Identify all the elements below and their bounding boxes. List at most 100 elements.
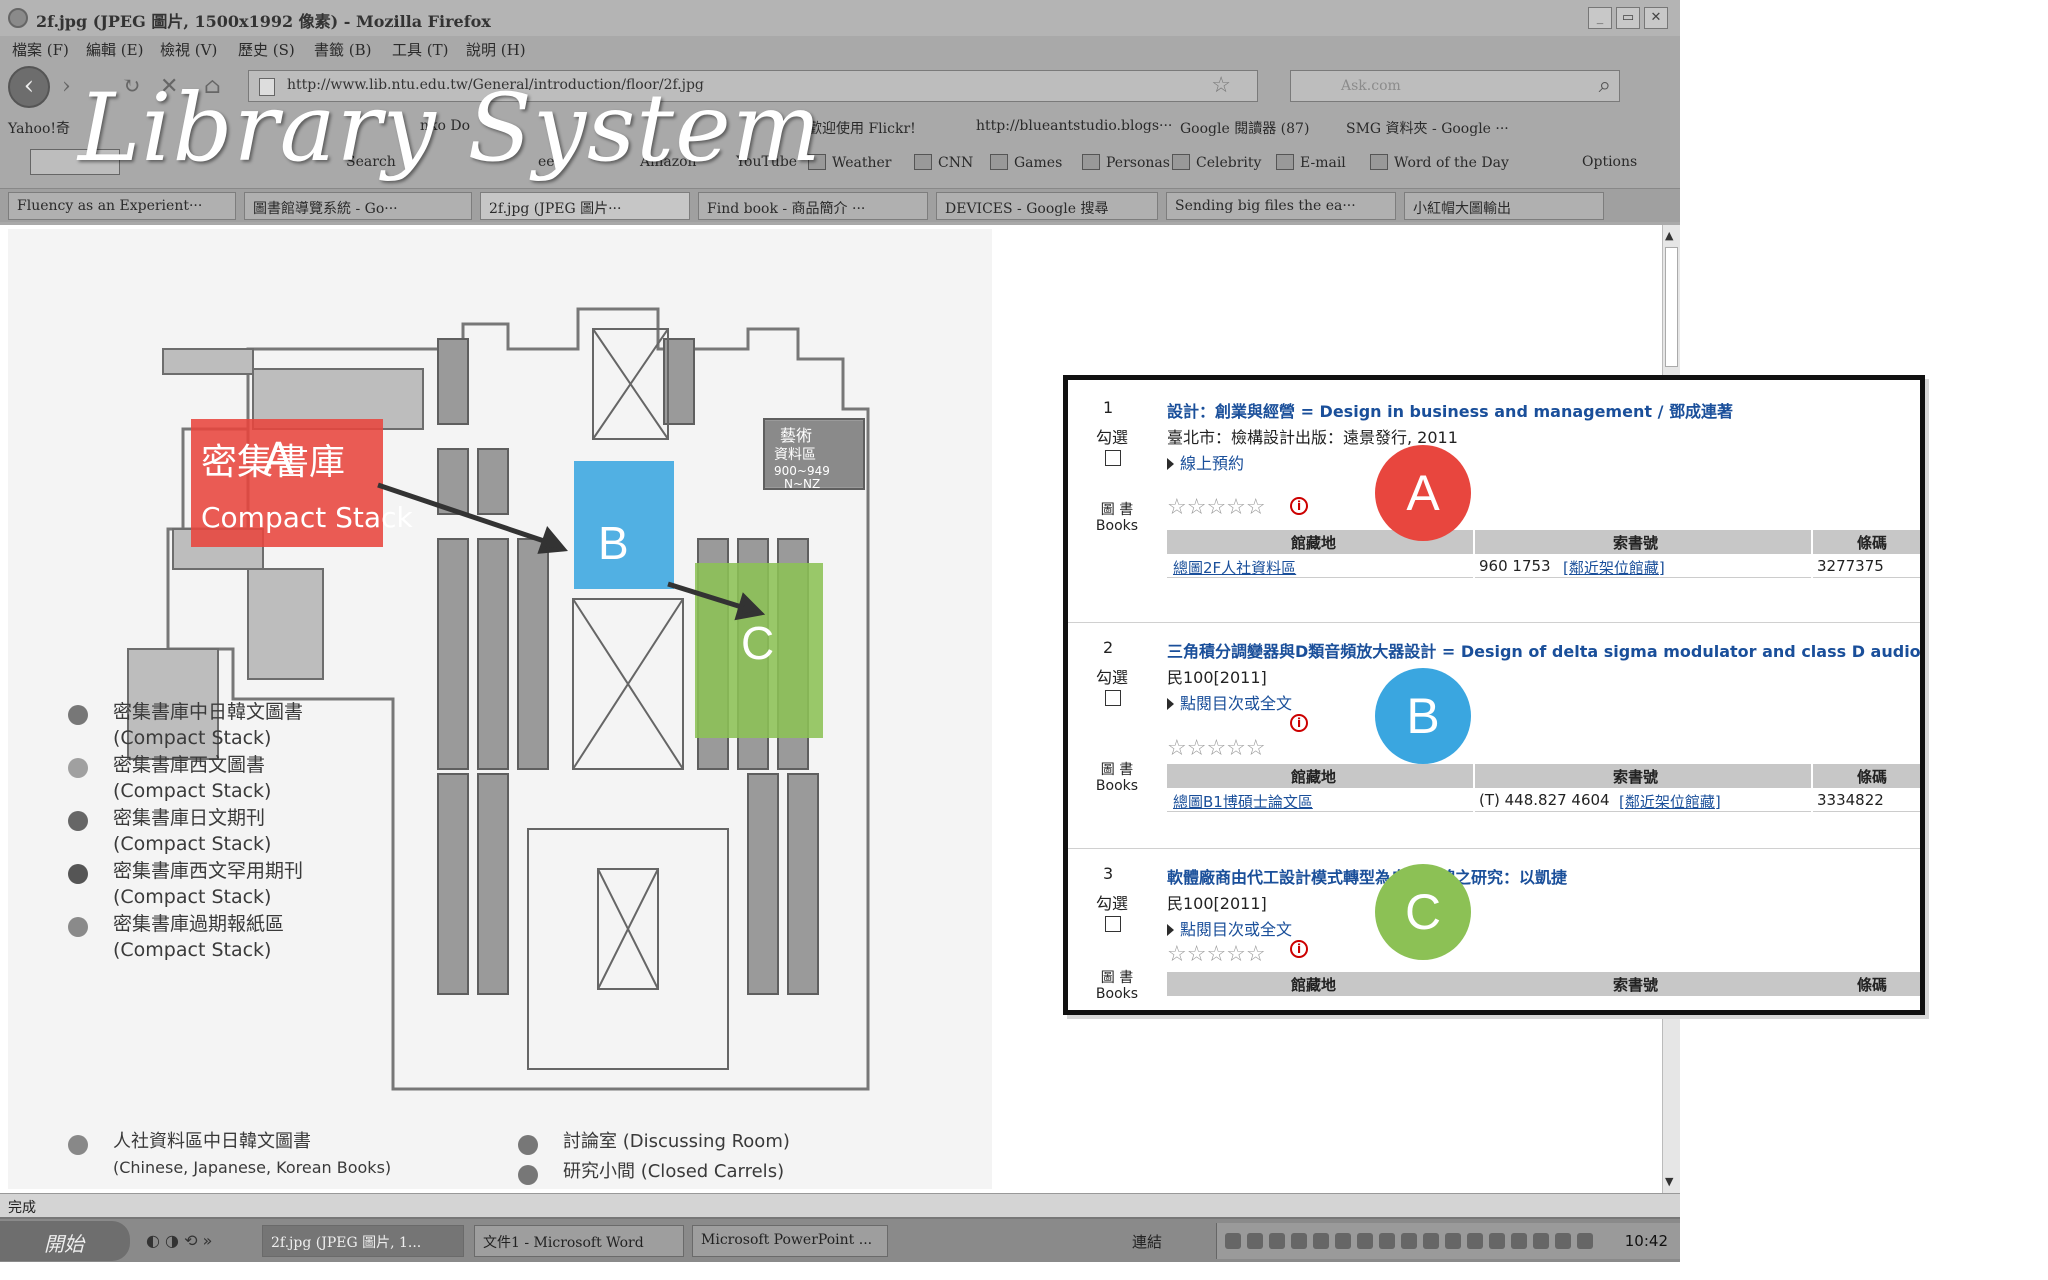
toolbar-word-of-day[interactable]: Word of the Day [1370,154,1509,171]
bookmark-flickr[interactable]: 歡迎使用 Flickr! [808,121,916,137]
menu-bookmarks[interactable]: 書籤 (B) [314,41,372,59]
tray-icon[interactable] [1335,1233,1351,1249]
tray-icon[interactable] [1533,1233,1549,1249]
toolbar-youtube[interactable]: YouTube [736,154,798,170]
tab-fluency[interactable]: Fluency as an Experient··· [8,192,236,220]
firefox-icon [8,8,28,28]
rating-stars[interactable]: ☆☆☆☆☆ [1167,942,1266,967]
record-title-link[interactable]: 設計：創業與經營 = Design in business and manage… [1167,402,1733,421]
tab-find-book[interactable]: Find book - 商品簡介 ··· [698,192,928,220]
online-reserve-link[interactable]: 線上預約 [1167,450,1244,474]
url-bar[interactable]: http://www.lib.ntu.edu.tw/General/introd… [248,70,1258,102]
home-icon[interactable]: ⌂ [204,74,221,99]
info-icon[interactable]: i [1290,940,1308,958]
location-link[interactable]: 總圖2F人社資料區 [1173,559,1297,577]
menu-file[interactable]: 檔案 (F) [12,41,69,59]
tab-sending-files[interactable]: Sending big files the ea··· [1166,192,1396,220]
tab-little-red[interactable]: 小紅帽大圖輸出 [1404,192,1604,220]
menu-view[interactable]: 檢視 (V) [160,41,218,59]
art-area-line2: 資料區 [774,447,816,463]
tab-library-guide[interactable]: 圖書館導覽系統 - Go··· [244,192,472,220]
tray-icon[interactable] [1423,1233,1439,1249]
scroll-down-icon[interactable]: ▼ [1665,1175,1674,1188]
toolbar-email[interactable]: E-mail [1276,154,1346,171]
tray-icon[interactable] [1291,1233,1307,1249]
bookmark-smg[interactable]: SMG 資料夾 - Google ··· [1346,121,1509,137]
record-title-link[interactable]: 三角積分調變器與D類音頻放大器設計 = Design of delta sigm… [1167,642,1921,661]
scroll-up-icon[interactable]: ▲ [1665,229,1674,242]
minimize-button[interactable]: _ [1588,7,1612,29]
toolbar-email-label: E-mail [1300,155,1346,171]
nearby-shelf-link[interactable]: [鄰近架位館藏] [1619,793,1721,811]
close-button[interactable]: ✕ [1644,7,1668,29]
bookmark-item[interactable]: nko Do [420,118,471,134]
tab-devices[interactable]: DEVICES - Google 搜尋 [936,192,1158,220]
legend-label: 密集書庫西文罕用期刊(Compact Stack) [113,858,303,910]
rating-stars[interactable]: ☆☆☆☆☆ [1167,736,1266,761]
maximize-button[interactable]: ▭ [1616,7,1640,29]
tray-icon[interactable] [1467,1233,1483,1249]
quick-launch-icons[interactable]: ◐ ◑ ⟲ » [146,1231,213,1250]
col-barcode: 條碼 [1857,976,1888,994]
search-box[interactable]: Ask.com ⌕ [1290,70,1620,102]
toolbar-weather[interactable]: Weather [808,154,892,171]
browser-chrome [0,0,1680,225]
reload-icon[interactable]: ↻ [122,74,141,99]
tray-icon[interactable] [1511,1233,1527,1249]
scroll-thumb[interactable] [1665,247,1678,367]
search-icon[interactable]: ⌕ [1598,73,1611,98]
task-powerpoint[interactable]: Microsoft PowerPoint ... [692,1225,888,1257]
info-icon[interactable]: i [1290,497,1308,515]
select-checkbox[interactable] [1105,690,1121,706]
toolbar-cnn[interactable]: CNN [914,154,973,171]
view-toc-link[interactable]: 點閱目次或全文 [1167,690,1292,714]
tray-icon[interactable] [1445,1233,1461,1249]
bookmark-blog[interactable]: http://blueantstudio.blogs··· [976,118,1173,134]
back-button[interactable]: ‹ [8,66,50,108]
stop-icon[interactable]: ✕ [160,74,179,99]
start-button[interactable]: 開始 [0,1221,130,1261]
menu-edit[interactable]: 編輯 (E) [86,41,144,59]
tray-icon[interactable] [1269,1233,1285,1249]
toolbar-celebrity[interactable]: Celebrity [1172,154,1261,171]
bookmark-yahoo[interactable]: Yahoo!奇 [8,121,71,137]
tray-icon[interactable] [1555,1233,1571,1249]
select-checkbox[interactable] [1105,450,1121,466]
volume-icon[interactable] [1379,1233,1395,1249]
toolbar-item[interactable]: eeb [538,154,564,170]
tray-icon[interactable] [1489,1233,1505,1249]
tab-2f-jpg[interactable]: 2f.jpg (JPEG 圖片··· [480,192,690,220]
tray-icon[interactable] [1247,1233,1263,1249]
toolbar-personas[interactable]: Personas [1082,154,1170,171]
rating-stars[interactable]: ☆☆☆☆☆ [1167,495,1266,520]
toolbar-search[interactable]: Search [346,154,396,170]
bookmark-google-reader[interactable]: Google 閱讀器 (87) [1180,121,1310,137]
select-checkbox[interactable] [1105,916,1121,932]
info-icon[interactable]: i [1290,714,1308,732]
forward-icon[interactable]: › [62,74,71,99]
toolbar-celebrity-label: Celebrity [1196,155,1262,171]
menu-help[interactable]: 說明 (H) [466,41,526,59]
menu-history[interactable]: 歷史 (S) [238,41,295,59]
menu-tools[interactable]: 工具 (T) [392,41,449,59]
barcode: 3334822 [1817,791,1884,809]
tray-icon[interactable] [1577,1233,1593,1249]
toolbar-search-field[interactable] [30,149,120,175]
task-firefox[interactable]: 2f.jpg (JPEG 圖片, 1... [262,1225,464,1257]
toolbar-options[interactable]: Options [1582,154,1638,170]
bookmark-star-icon[interactable]: ☆ [1211,73,1231,98]
toolbar-amazon[interactable]: Amazon [640,154,697,170]
tray-icon[interactable] [1225,1233,1241,1249]
tray-icon[interactable] [1401,1233,1417,1249]
nearby-shelf-link[interactable]: [鄰近架位館藏] [1563,559,1665,577]
links-toolbar[interactable]: 連結 [1132,1233,1163,1251]
record-title-link[interactable]: 軟體廠商由代工設計模式轉型為自有品牌之研究：以凱捷 [1167,868,1568,887]
task-word[interactable]: 文件1 - Microsoft Word [474,1225,684,1257]
column-divider [1811,764,1813,812]
view-toc-link[interactable]: 點閱目次或全文 [1167,916,1292,940]
location-link[interactable]: 總圖B1博碩士論文區 [1173,793,1313,811]
call-number: (T) 448.827 4604 [1479,791,1610,809]
tray-icon[interactable] [1313,1233,1329,1249]
tray-icon[interactable] [1357,1233,1373,1249]
toolbar-games[interactable]: Games [990,154,1062,171]
